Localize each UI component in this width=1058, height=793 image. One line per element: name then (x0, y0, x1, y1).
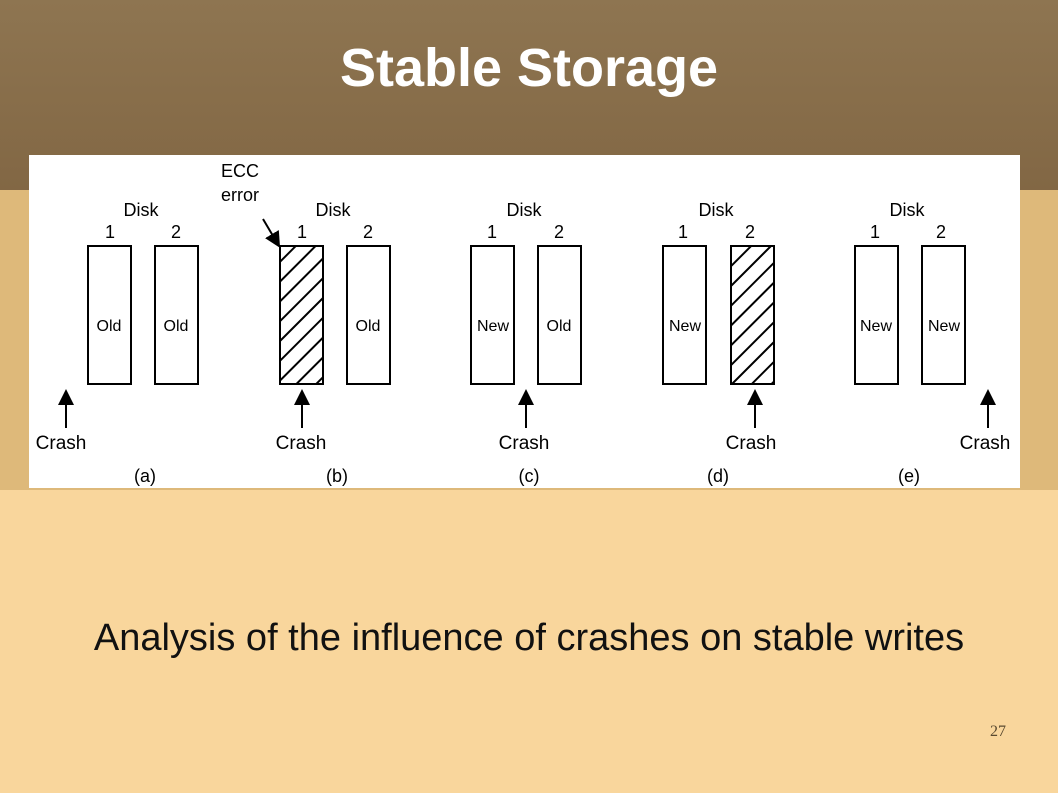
disk-1-number: 1 (678, 222, 688, 242)
disk-1 (854, 245, 899, 385)
disk-1-content: New (477, 318, 509, 335)
diagram-canvas: ECC error Disk 1 2 Old Old Crash (a) Dis… (36, 161, 1011, 486)
disk-2 (154, 245, 199, 385)
crash-label: Crash (960, 433, 1011, 454)
panel-b: Disk 1 2 Old Crash (b) (276, 200, 391, 486)
disk-heading: Disk (890, 200, 926, 220)
slide-caption: Analysis of the influence of crashes on … (93, 617, 965, 659)
disk-2-content: Old (547, 318, 572, 335)
disk-2-number: 2 (745, 222, 755, 242)
disk-2-number: 2 (171, 222, 181, 242)
disk-2-hatched (730, 245, 775, 385)
disk-2-content: New (928, 318, 960, 335)
disk-1-number: 1 (297, 222, 307, 242)
panel-label: (b) (326, 466, 348, 486)
disk-2-number: 2 (363, 222, 373, 242)
disk-2 (921, 245, 966, 385)
disk-2 (346, 245, 391, 385)
disk-heading: Disk (699, 200, 735, 220)
disk-2 (537, 245, 582, 385)
disk-2-number: 2 (554, 222, 564, 242)
disk-2-content: Old (356, 318, 381, 335)
disk-1-number: 1 (487, 222, 497, 242)
ecc-label-line1: ECC (221, 161, 259, 181)
crash-label: Crash (499, 433, 550, 454)
disk-1 (662, 245, 707, 385)
disk-1-number: 1 (870, 222, 880, 242)
ecc-error-arrow (262, 218, 281, 248)
panel-d: Disk 1 2 New Crash (d) (662, 200, 777, 486)
disk-1-number: 1 (105, 222, 115, 242)
disk-2-content: Old (164, 318, 189, 335)
panel-label: (c) (519, 466, 540, 486)
disk-1-content: New (669, 318, 701, 335)
panel-label: (d) (707, 466, 729, 486)
stable-storage-diagram: ECC error Disk 1 2 Old Old Crash (a) Dis… (29, 155, 1020, 488)
disk-1 (87, 245, 132, 385)
slide-number: 27 (990, 723, 1006, 740)
panel-c: Disk 1 2 New Old Crash (c) (470, 200, 582, 486)
disk-1-content: New (860, 318, 892, 335)
crash-label: Crash (726, 433, 777, 454)
panel-a: Disk 1 2 Old Old Crash (a) (36, 200, 199, 486)
disk-1-content: Old (97, 318, 122, 335)
crash-label: Crash (276, 433, 327, 454)
panel-label: (a) (134, 466, 156, 486)
disk-heading: Disk (316, 200, 352, 220)
ecc-label-line2: error (221, 185, 259, 205)
disk-heading: Disk (507, 200, 543, 220)
crash-label: Crash (36, 433, 87, 454)
disk-1 (470, 245, 515, 385)
disk-2-number: 2 (936, 222, 946, 242)
panel-label: (e) (898, 466, 920, 486)
slide-title: Stable Storage (339, 38, 719, 98)
disk-1-hatched (279, 245, 324, 385)
disk-heading: Disk (124, 200, 160, 220)
panel-e: Disk 1 2 New New Crash (e) (854, 200, 1011, 486)
